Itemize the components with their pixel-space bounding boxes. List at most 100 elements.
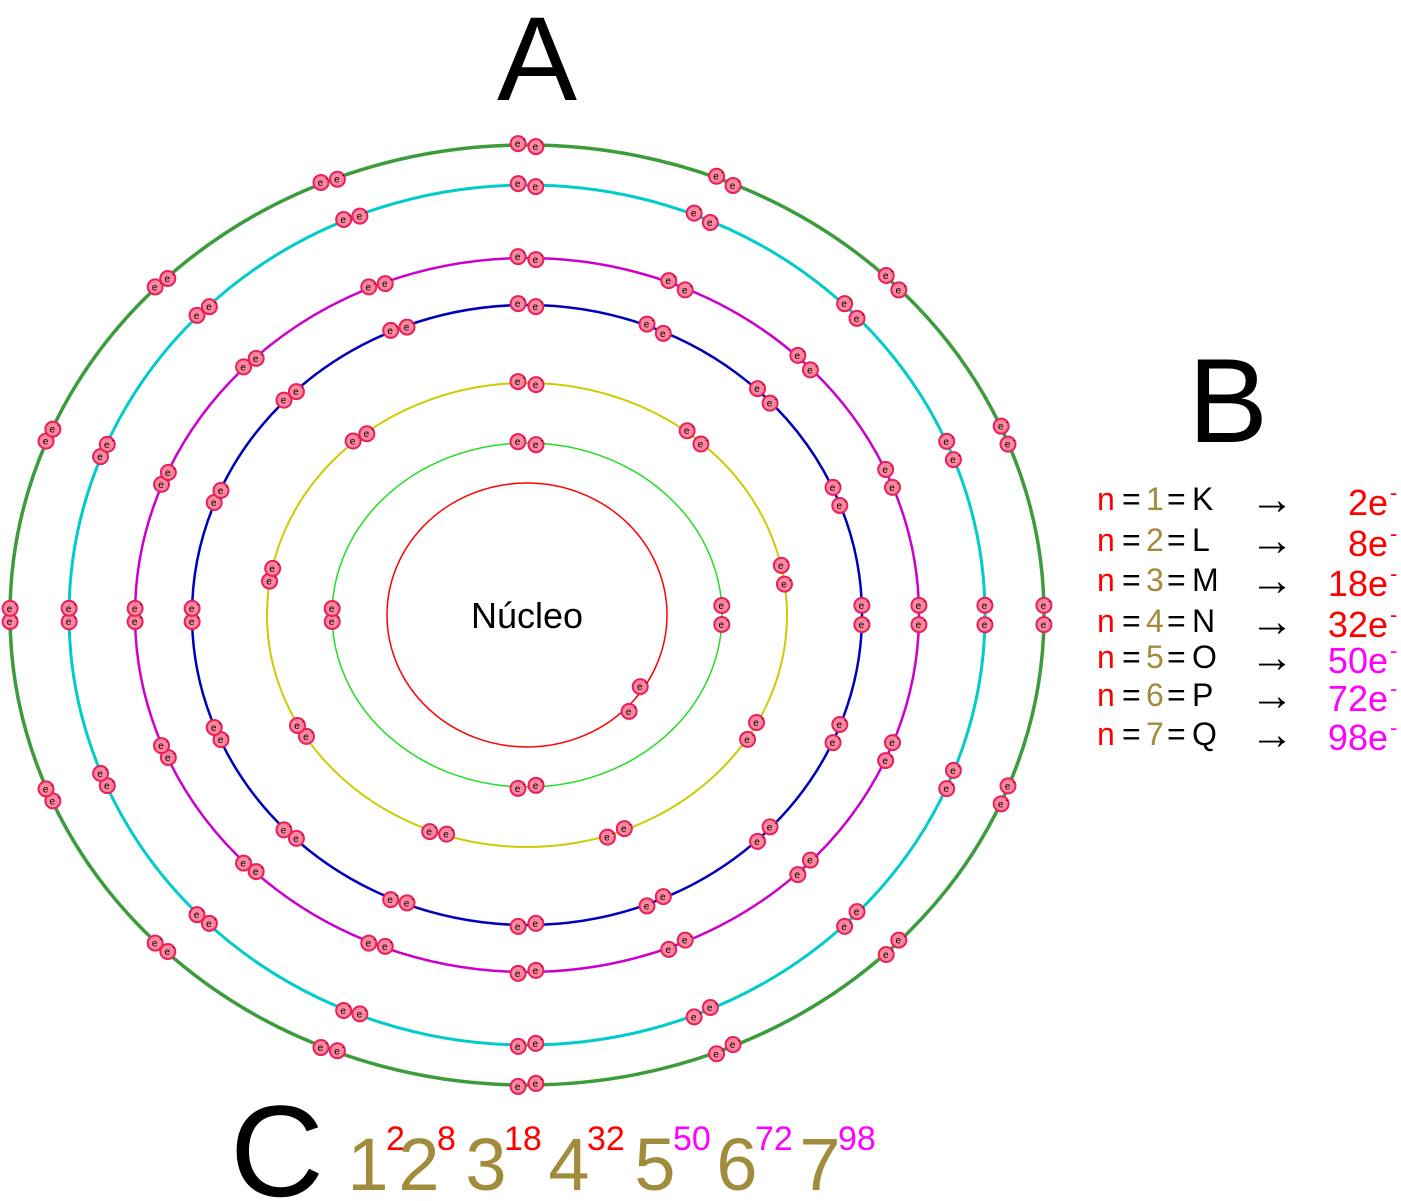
svg-text:-: -: [522, 780, 525, 789]
svg-text:e: e: [682, 285, 688, 296]
electron: e-: [159, 749, 177, 767]
svg-text:-: -: [1006, 418, 1009, 427]
svg-text:-: -: [74, 600, 77, 609]
svg-text:e: e: [950, 766, 956, 777]
electron: e-: [685, 1008, 703, 1026]
electron: e-: [701, 213, 719, 231]
electron: e-: [527, 1034, 545, 1052]
electron: e-: [724, 176, 742, 194]
electron: e-: [376, 275, 394, 293]
electron: e-: [848, 309, 866, 327]
svg-text:-: -: [261, 863, 264, 872]
electron: e-: [323, 600, 341, 618]
svg-text:e: e: [387, 895, 393, 906]
svg-text:-: -: [197, 613, 200, 622]
svg-text:-: -: [390, 938, 393, 947]
svg-text:-: -: [57, 421, 60, 430]
electron: e-: [976, 596, 994, 614]
svg-text:e: e: [329, 617, 335, 628]
n-symbol: n: [1097, 639, 1115, 675]
svg-text:=: =: [1167, 603, 1186, 639]
electron: e-: [749, 832, 767, 850]
sequence-term: 550: [634, 1120, 710, 1201]
svg-text:-: -: [762, 833, 765, 842]
svg-text:e: e: [753, 718, 759, 729]
svg-text:e: e: [730, 181, 736, 192]
svg-text:-: -: [1390, 676, 1397, 701]
shell-row-k: n=1=K→2e-: [1097, 475, 1397, 524]
shell-row-m: n=3=M→18e-: [1097, 556, 1397, 605]
svg-text:e: e: [691, 1012, 697, 1023]
svg-text:-: -: [752, 731, 755, 740]
svg-text:-: -: [838, 734, 841, 743]
electron: e-: [509, 135, 527, 153]
svg-text:e: e: [366, 282, 372, 293]
svg-text:e: e: [754, 837, 760, 848]
svg-text:e: e: [253, 354, 259, 365]
electron: e-: [598, 828, 616, 846]
svg-text:e: e: [281, 396, 287, 407]
svg-text:=: =: [1167, 481, 1186, 517]
svg-text:e: e: [515, 179, 521, 190]
svg-text:e: e: [189, 604, 195, 615]
electron: e-: [660, 940, 678, 958]
svg-text:e: e: [66, 617, 72, 628]
svg-text:-: -: [523, 248, 526, 257]
arrow-icon: →: [1250, 633, 1294, 682]
svg-text:-: -: [651, 316, 654, 325]
electron: e-: [654, 324, 672, 342]
svg-text:-: -: [166, 737, 169, 746]
svg-text:-: -: [373, 278, 376, 287]
svg-text:e: e: [830, 738, 836, 749]
svg-text:e: e: [152, 282, 158, 293]
svg-text:e: e: [50, 796, 56, 807]
svg-text:e: e: [515, 1082, 521, 1093]
svg-text:e: e: [318, 178, 324, 189]
electron: e-: [527, 178, 545, 196]
electron: e-: [509, 175, 527, 193]
svg-text:=: =: [1167, 639, 1186, 675]
svg-text:-: -: [815, 852, 818, 861]
svg-text:e: e: [604, 833, 610, 844]
shell-capacity: 50e: [1328, 640, 1388, 681]
electron: e-: [724, 1036, 742, 1054]
electron: e-: [527, 251, 545, 269]
electron: e-: [1, 599, 19, 617]
svg-text:e: e: [152, 939, 158, 950]
svg-text:e: e: [713, 172, 719, 183]
svg-text:-: -: [112, 436, 115, 445]
svg-text:e: e: [132, 604, 138, 615]
electron: e-: [527, 776, 545, 794]
electron: e-: [801, 361, 819, 379]
svg-text:e: e: [778, 561, 784, 572]
arrow-icon: →: [1250, 556, 1294, 605]
electron: e-: [509, 964, 527, 982]
svg-text:e: e: [293, 834, 299, 845]
svg-text:e: e: [943, 437, 949, 448]
electron: e-: [638, 315, 656, 333]
shell-capacity-table: n=1=K→2e-n=2=L→8e-n=3=M→18e-n=4=N→32e-n=…: [1097, 475, 1397, 759]
svg-text:e: e: [795, 870, 801, 881]
electron: e-: [398, 894, 416, 912]
svg-text:-: -: [412, 319, 415, 328]
electron: e-: [351, 207, 369, 225]
electron: e-: [153, 737, 171, 755]
svg-text:e: e: [515, 969, 521, 980]
svg-text:-: -: [1048, 597, 1051, 606]
svg-text:-: -: [866, 597, 869, 606]
electron: e-: [287, 829, 305, 847]
svg-text:e: e: [158, 480, 164, 491]
electron: e-: [261, 572, 279, 590]
svg-text:e: e: [387, 326, 393, 337]
electron: e-: [620, 702, 638, 720]
svg-text:-: -: [523, 918, 526, 927]
svg-text:5: 5: [634, 1123, 675, 1201]
sequence-term: 12: [347, 1120, 405, 1201]
svg-text:-: -: [160, 935, 163, 944]
svg-text:32: 32: [587, 1120, 625, 1158]
svg-text:-: -: [951, 780, 954, 789]
svg-text:-: -: [364, 1005, 367, 1014]
svg-text:e: e: [426, 827, 432, 838]
svg-text:e: e: [104, 440, 110, 451]
